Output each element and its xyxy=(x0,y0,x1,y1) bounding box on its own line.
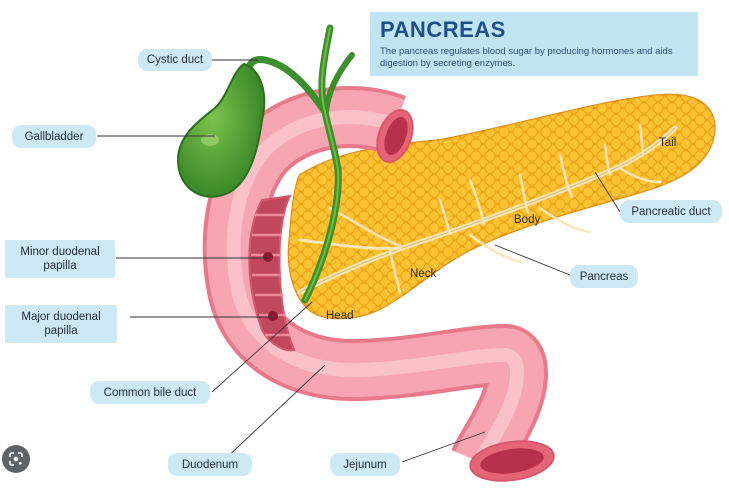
biliary-tree xyxy=(244,24,355,304)
organ-label-body: Body xyxy=(514,214,541,226)
google-lens-icon[interactable] xyxy=(2,445,30,473)
description-text: The pancreas regulates blood sugar by pr… xyxy=(380,46,673,69)
label-cystic-duct: Cystic duct xyxy=(138,49,212,71)
title-panel: PANCREAS The pancreas regulates blood su… xyxy=(370,12,698,76)
minor-papilla-marker xyxy=(263,252,273,262)
label-major-papilla: Major duodenal papilla xyxy=(5,305,117,343)
gallbladder xyxy=(176,62,266,198)
organ-label-neck: Neck xyxy=(410,268,437,280)
lens-glyph xyxy=(9,452,23,466)
label-duodenum: Duodenum xyxy=(168,453,252,476)
label-common-bile-duct: Common bile duct xyxy=(90,381,210,404)
major-papilla-marker xyxy=(268,311,278,321)
page-title: PANCREAS xyxy=(380,17,506,42)
label-minor-papilla: Minor duodenal papilla xyxy=(5,240,115,278)
label-pancreatic-duct: Pancreatic duct xyxy=(620,200,722,223)
label-pancreas: Pancreas xyxy=(570,265,638,288)
organ-label-tail: Tail xyxy=(659,137,677,149)
organ-label-head: Head xyxy=(326,310,354,322)
leader-lines xyxy=(97,59,621,463)
label-jejunum: Jejunum xyxy=(330,453,400,476)
duodenum xyxy=(202,86,555,482)
pancreatic-duct xyxy=(297,123,678,295)
label-gallbladder: Gallbladder xyxy=(12,125,96,148)
